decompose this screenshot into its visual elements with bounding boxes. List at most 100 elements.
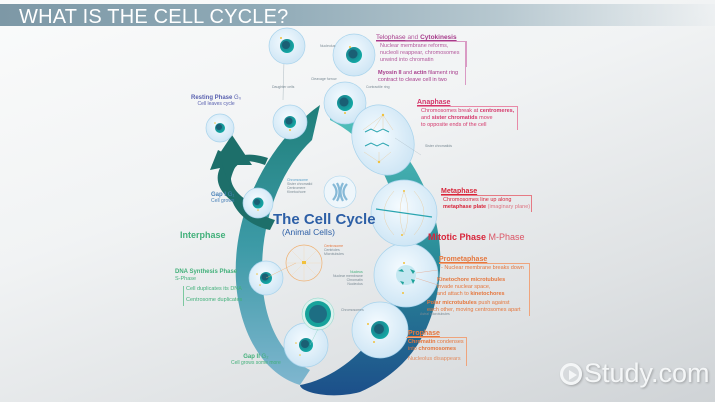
- prometaphase-line-4: and attach to kinetochores: [437, 291, 505, 297]
- mitotic-phase-label: Mitotic Phase M-Phase: [428, 232, 525, 242]
- anaphase-and: and: [421, 115, 432, 121]
- prometaphase-push: push against: [476, 300, 510, 306]
- daughter-cells-label: Daughter cells: [272, 85, 295, 89]
- synthesis-sub: S-Phase: [175, 275, 197, 282]
- chromosome-legend: Chromosome Sister chromatid Centromere K…: [287, 178, 312, 194]
- gap2-sub: G₂: [261, 354, 269, 360]
- cell-prophase: [351, 301, 409, 359]
- centrioles-item: Centrioles: [324, 248, 340, 253]
- gap1-name: Gap I: [211, 192, 227, 198]
- mitotic-phase-m: M-Phase: [488, 232, 525, 242]
- cleavage-furrow-label: Cleavage furrow: [311, 77, 337, 81]
- gap1-desc: Cell grows: [211, 197, 235, 204]
- centromere-item: Centromere: [287, 186, 306, 191]
- microtubules-item: Microtubules: [324, 252, 344, 257]
- study-com-watermark: Study.com: [560, 358, 710, 389]
- cell-daughter-top: [268, 27, 306, 65]
- metaphase-plate-label: metaphase plate: [443, 204, 487, 210]
- cell-resting-g0: [205, 113, 235, 143]
- chromosomes-small-label: Chromosomes: [341, 308, 364, 312]
- prometaphase-attach: and attach to: [437, 291, 471, 297]
- actin-label: actin: [413, 70, 427, 76]
- synthesis-name: DNA Synthesis Phase: [175, 269, 238, 275]
- chromosome-diagram: [323, 175, 357, 209]
- cell-cycle-title: The Cell Cycle: [273, 211, 376, 228]
- sister-chromatids-label: sister chromatids: [431, 115, 478, 121]
- chromatin-label: Chromatin: [408, 339, 436, 345]
- cell-daughter-bottom: [272, 104, 308, 140]
- anaphase-line-2: and sister chromatids move: [421, 115, 493, 121]
- filament-ring-label: filament ring: [426, 70, 459, 76]
- prometaphase-line-5: Polar microtubules push against: [427, 300, 510, 306]
- gap1-label: Gap I G₁ Cell grows: [211, 192, 234, 205]
- g0-arrow-head: [212, 135, 252, 165]
- telophase-line-5: contract to cleave cell in two: [378, 77, 447, 83]
- interphase-arc: [235, 105, 320, 385]
- prometaphase-line-3: invade nuclear space,: [437, 284, 491, 290]
- centrosome-diagram: [285, 244, 323, 282]
- synthesis-line-2: Centrosome duplicates: [186, 297, 243, 303]
- telophase-line-1: Nuclear membrane reforms,: [380, 43, 449, 49]
- myosin-label: Myosin II: [378, 70, 402, 76]
- chromatin-item: Chromatin: [346, 278, 363, 283]
- cell-telophase-top: [332, 33, 376, 77]
- interphase-label: Interphase: [180, 230, 226, 240]
- chromosome-legend-title: Chromosome: [287, 178, 309, 182]
- centrosome-legend-title: Centrosome: [324, 244, 344, 248]
- watermark-text: Study.com: [584, 358, 710, 388]
- sister-chromatids-small-label: Sister chromatids: [425, 144, 453, 148]
- anaphase-text-1: Chromosomes break at: [421, 108, 480, 114]
- cell-prometaphase: [373, 242, 439, 308]
- metaphase-line-2: metaphase plate (imaginary plane): [443, 204, 530, 210]
- play-logo-icon: [560, 362, 582, 385]
- g0-arrow-stem: [222, 162, 275, 230]
- nucleus-legend: Nucleus Nuclear membrane Chromatin Nucle…: [333, 270, 363, 286]
- synthesis-label: DNA Synthesis Phase S-Phase: [175, 269, 237, 282]
- gap2-name: Gap II: [243, 354, 260, 360]
- gap1-sub: G₁: [227, 192, 235, 198]
- prometaphase-line-2: Kinetochore microtubules: [437, 277, 506, 283]
- prometaphase-line-6: each other, moving centrosomes apart: [427, 307, 521, 313]
- sister-chromatid-item: Sister chromatid: [287, 182, 313, 187]
- mitotic-phase-bold: Mitotic Phase: [428, 232, 487, 242]
- telophase-and: and: [405, 34, 421, 41]
- telophase-and-2: and: [401, 70, 414, 76]
- telophase-line-2: nucleoli reappear, chromosomes: [380, 50, 460, 56]
- nucleus-diagram: [301, 297, 335, 331]
- polar-microtubules-label: Polar microtubules: [427, 300, 477, 306]
- anaphase-title: Anaphase: [417, 99, 451, 106]
- synthesis-line-1: Cell duplicates its DNA: [186, 286, 242, 292]
- kinetochores-label: kinetochores: [470, 291, 505, 297]
- prophase-line-2: into chromosomes: [408, 346, 456, 352]
- cell-metaphase: [370, 179, 438, 247]
- prophase-title: Prophase: [408, 330, 440, 337]
- imaginary-plane-label: (imaginary plane): [486, 204, 531, 210]
- contractile-ring-label: Contractile ring: [366, 85, 390, 89]
- cell-telophase-bottom: [323, 81, 367, 125]
- nucleolus-label: Nucleolus: [320, 44, 336, 48]
- gap2-desc: Cell grows some more: [231, 359, 281, 366]
- prophase-into: into: [408, 346, 419, 352]
- cell-gap1: [242, 187, 274, 219]
- page-title: WHAT IS THE CELL CYCLE?: [19, 6, 289, 28]
- telophase-title: Telophase and Cytokinesis: [376, 34, 457, 41]
- telophase-name: Telophase: [376, 34, 406, 41]
- cell-cycle-subtitle: (Animal Cells): [282, 227, 335, 237]
- centromeres-label: centromeres,: [479, 108, 515, 114]
- centrosome-legend: Centrosome Centrioles Microtubules: [324, 244, 344, 256]
- nuclear-membrane-item: Nuclear membrane: [333, 274, 363, 279]
- cytokinesis-name: Cytokinesis: [420, 34, 457, 41]
- title-bar: WHAT IS THE CELL CYCLE?: [0, 4, 715, 28]
- nucleolus-item: Nucleolus: [347, 282, 363, 287]
- anaphase-move: move: [477, 115, 493, 121]
- resting-phase-sub: G₀: [234, 95, 242, 101]
- prometaphase-line-1: - Nuclear membrane breaks down: [441, 265, 524, 271]
- prophase-line-3: Nucleolus disappears: [408, 356, 461, 362]
- telophase-line-4: Myosin II and actin filament ring: [378, 70, 458, 76]
- anaphase-line-1: Chromosomes break at centromeres,: [421, 108, 514, 114]
- resting-phase-desc: Cell leaves cycle: [197, 100, 235, 107]
- resting-phase-name: Resting Phase: [191, 95, 233, 101]
- nucleus-legend-title: Nucleus: [350, 270, 363, 274]
- astral-microtubules-label: Astral microtubules: [420, 312, 450, 316]
